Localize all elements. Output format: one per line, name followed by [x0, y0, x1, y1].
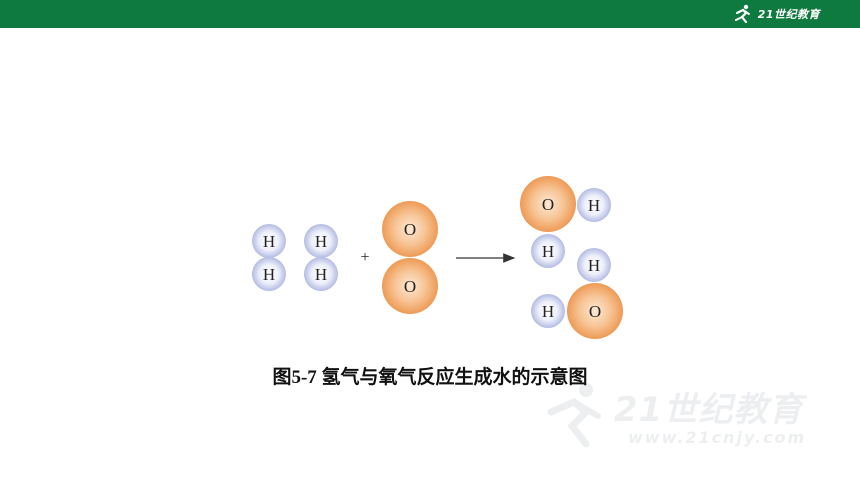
water-molecule: O H H: [520, 176, 611, 268]
h2-molecule: H H: [252, 224, 286, 291]
o2-molecule: O O: [382, 201, 438, 314]
hydrogen-atom: H: [531, 234, 565, 268]
atom-label: O: [404, 277, 416, 296]
atom-label: H: [315, 265, 327, 284]
watermark: 21世纪教育 www.21cnjy.com: [536, 380, 836, 460]
hydrogen-atom: H: [577, 188, 611, 222]
watermark-runner-icon: [547, 383, 601, 448]
watermark-text: 21世纪教育: [614, 390, 804, 430]
water-molecule: H H O: [531, 248, 623, 339]
header-bar: 21世纪教育: [0, 0, 860, 28]
h2-molecule: H H: [304, 224, 338, 291]
oxygen-atom: O: [382, 258, 438, 314]
hydrogen-atom: H: [577, 248, 611, 282]
figure-caption: 图5-7 氢气与氧气反应生成水的示意图: [272, 367, 588, 388]
hydrogen-atom: H: [531, 294, 565, 328]
hydrogen-atom: H: [304, 224, 338, 258]
atom-label: O: [589, 302, 601, 321]
hydrogen-atom: H: [304, 257, 338, 291]
oxygen-atom: O: [520, 176, 576, 232]
oxygen-atom: O: [382, 201, 438, 257]
runner-logo-icon: [734, 4, 750, 24]
atom-label: H: [263, 265, 275, 284]
atom-label: H: [588, 256, 600, 275]
oxygen-atom: O: [567, 283, 623, 339]
watermark-url: www.21cnjy.com: [628, 428, 807, 447]
atom-label: H: [588, 196, 600, 215]
atom-label: H: [315, 232, 327, 251]
hydrogen-atom: H: [252, 257, 286, 291]
plus-sign: +: [360, 249, 369, 266]
atom-label: H: [263, 232, 275, 251]
atom-label: H: [542, 302, 554, 321]
atom-label: O: [404, 220, 416, 239]
brand-logo: 21世纪教育: [732, 3, 820, 25]
brand-logo-text: 21世纪教育: [757, 8, 820, 21]
atom-label: O: [542, 195, 554, 214]
hydrogen-atom: H: [252, 224, 286, 258]
atom-label: H: [542, 242, 554, 261]
